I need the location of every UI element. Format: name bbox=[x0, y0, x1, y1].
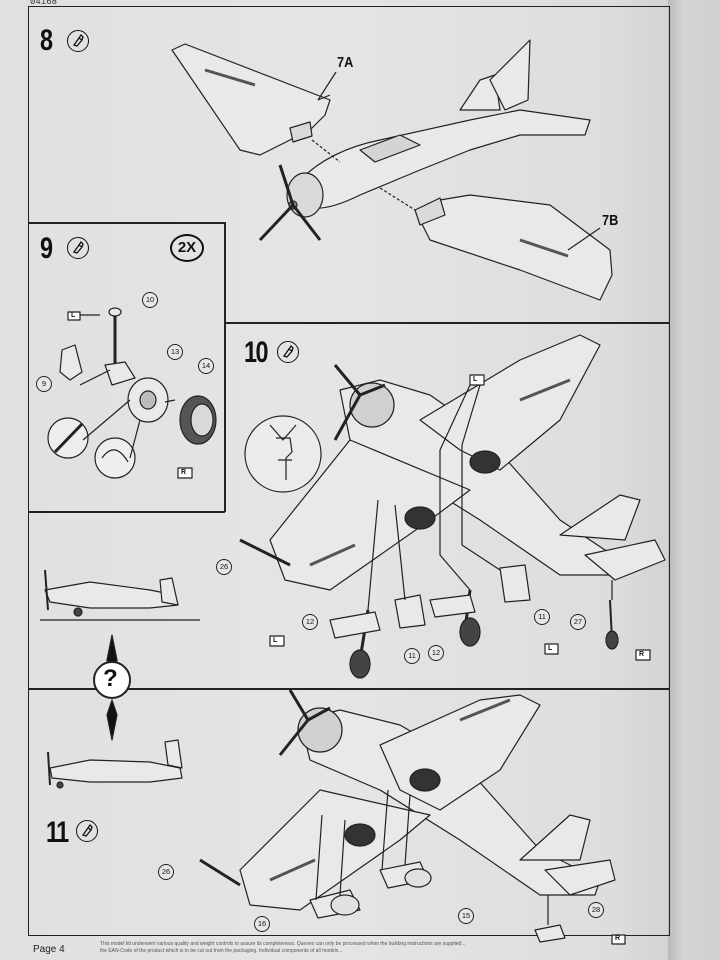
part-number: 9 bbox=[36, 376, 52, 392]
step8-fuselage bbox=[258, 39, 591, 242]
right-mark: R bbox=[181, 469, 187, 476]
callout-7b: 7B bbox=[602, 212, 619, 229]
side-view-aircraft-1 bbox=[40, 569, 200, 621]
divider-step11-top bbox=[28, 688, 670, 690]
right-mark: R bbox=[639, 651, 645, 658]
glue-icon bbox=[67, 237, 89, 259]
part-number: 16 bbox=[254, 916, 270, 932]
step8-wing-7a bbox=[171, 43, 331, 156]
step9-gear-assembly bbox=[47, 307, 217, 479]
divider-step8-bottom bbox=[28, 222, 224, 224]
step8-wing-7b bbox=[414, 194, 613, 301]
step-11-number: 11 bbox=[46, 816, 69, 849]
part-number: 11 bbox=[404, 648, 420, 664]
right-mark: R bbox=[615, 935, 621, 942]
part-number: 28 bbox=[588, 902, 604, 918]
left-mark: L bbox=[548, 645, 553, 652]
step-10-number: 10 bbox=[244, 336, 268, 369]
part-number: 10 bbox=[142, 292, 158, 308]
footer-disclaimer: This model kit underwent various quality… bbox=[100, 941, 690, 955]
page-number: Page 4 bbox=[33, 944, 65, 955]
part-number: 13 bbox=[167, 344, 183, 360]
part-number: 26 bbox=[216, 559, 232, 575]
part-number: 14 bbox=[198, 358, 214, 374]
part-number: 26 bbox=[158, 864, 174, 880]
part-number: 11 bbox=[534, 609, 550, 625]
left-mark: L bbox=[273, 637, 278, 644]
step-8-number: 8 bbox=[40, 24, 53, 57]
part-number: 12 bbox=[302, 614, 318, 630]
glue-icon bbox=[67, 30, 89, 52]
side-view-aircraft-2 bbox=[47, 739, 183, 789]
step10-aircraft bbox=[269, 334, 666, 591]
page-fold bbox=[668, 0, 720, 960]
footer-line-1: This model kit underwent various quality… bbox=[100, 941, 466, 947]
left-mark: L bbox=[71, 312, 76, 319]
glue-icon bbox=[76, 820, 98, 842]
step-9-number: 9 bbox=[40, 232, 53, 265]
divider-step10-top bbox=[224, 322, 670, 324]
part-number: 27 bbox=[570, 614, 586, 630]
footer-line-2: the EAN-Code of the product which is to … bbox=[100, 948, 343, 954]
quantity-badge: 2X bbox=[170, 234, 204, 262]
divider-step9-right bbox=[224, 222, 226, 512]
instruction-frame bbox=[28, 6, 670, 936]
callout-7a: 7A bbox=[337, 54, 354, 71]
part-number: 15 bbox=[458, 908, 474, 924]
step11-aircraft bbox=[239, 689, 616, 911]
part-number: 12 bbox=[428, 645, 444, 661]
question-mark: ? bbox=[103, 665, 118, 692]
sheet-code: 04168 bbox=[30, 0, 58, 7]
glue-icon bbox=[277, 341, 299, 363]
step11-gear-doors bbox=[309, 789, 566, 943]
step10-landing-gear bbox=[329, 564, 619, 679]
left-mark: L bbox=[473, 376, 478, 383]
divider-step9-bottom bbox=[28, 511, 225, 513]
